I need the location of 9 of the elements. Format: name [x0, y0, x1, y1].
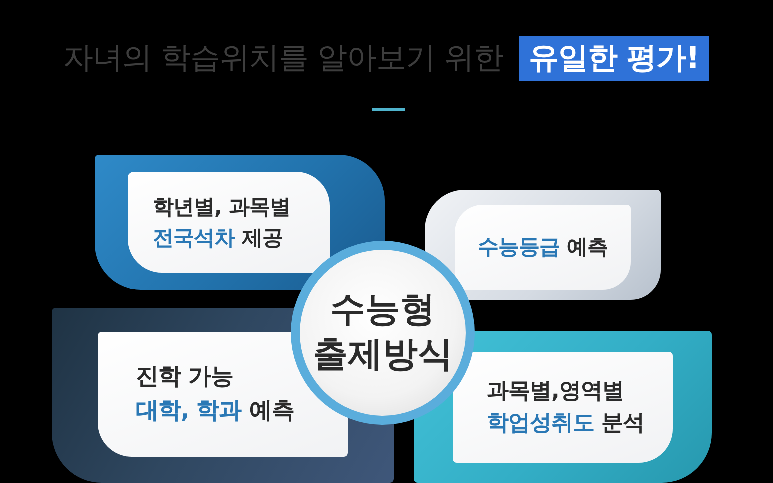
card-text: 수능등급 예측	[478, 234, 608, 262]
info-card	[455, 205, 631, 290]
title: 자녀의 학습위치를 알아보기 위한 유일한 평가!	[0, 31, 773, 87]
info-card	[453, 352, 673, 463]
circle-text: 수능형 출제방식	[312, 288, 454, 377]
info-card	[128, 172, 330, 273]
card-text: 학년별, 과목별 전국석차 제공	[153, 194, 290, 252]
card-text: 과목별,영역별 학업성취도 분석	[487, 378, 645, 438]
card-text: 진학 가능 대학, 학과 예측	[136, 363, 294, 426]
